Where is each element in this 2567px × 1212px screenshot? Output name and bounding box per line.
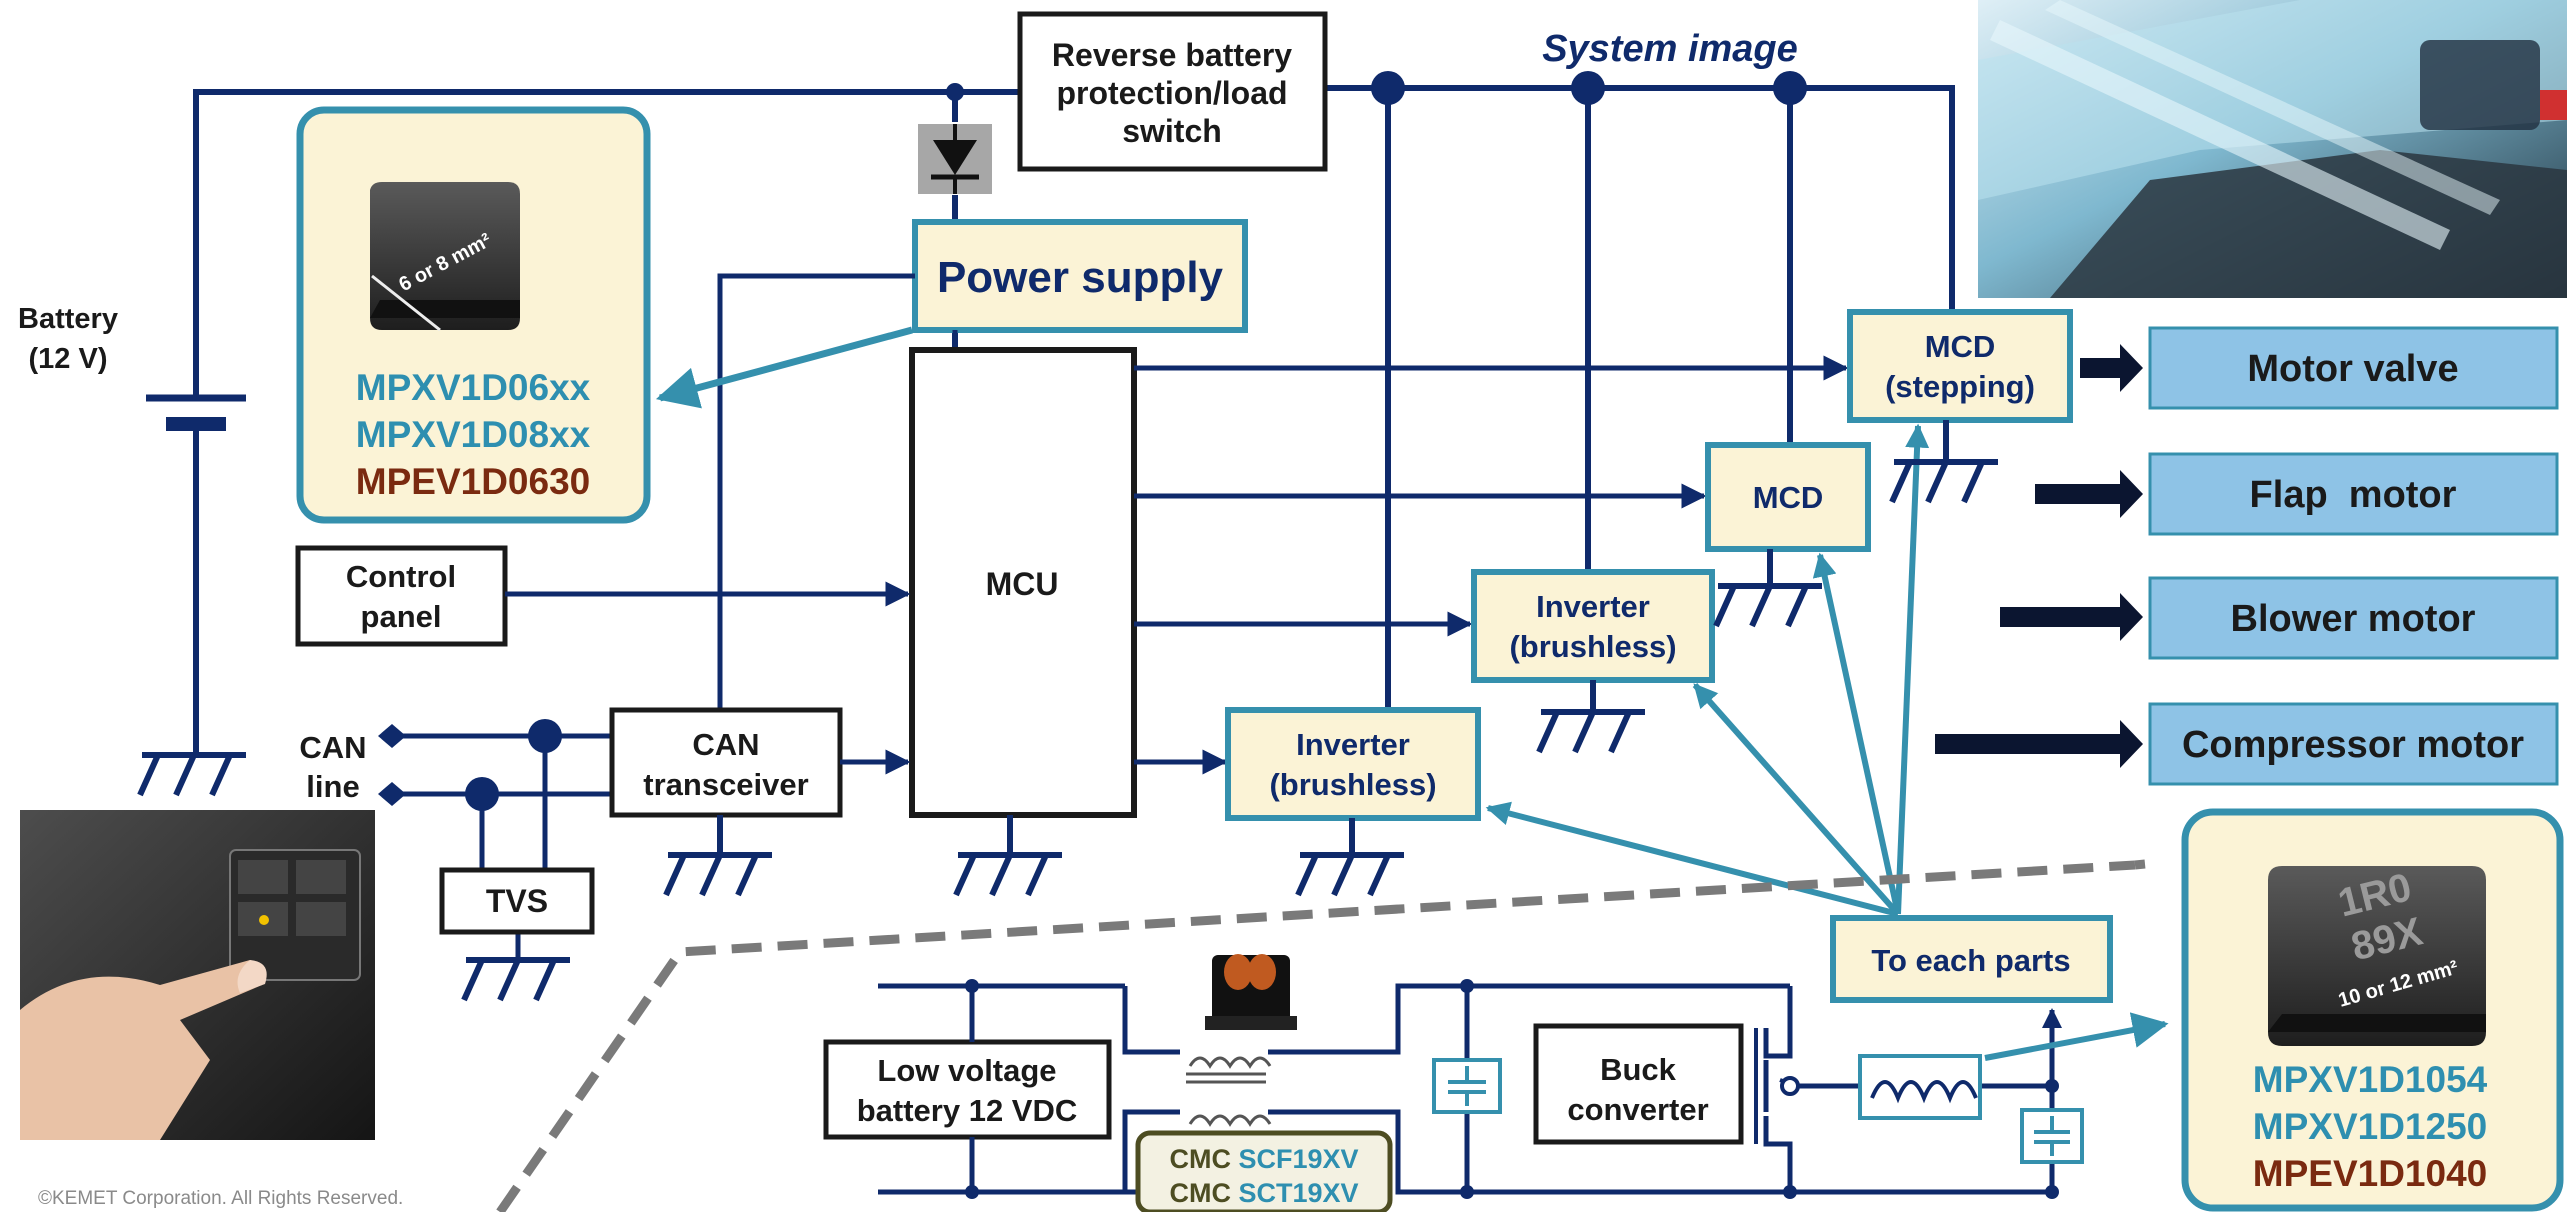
mcu-block: MCU bbox=[909, 347, 1137, 818]
to-each-parts-block: To each parts bbox=[1830, 915, 2113, 1003]
motor-box-flap-motor: Flap motor bbox=[2148, 452, 2559, 536]
can-terminal bbox=[378, 724, 406, 748]
rail-junction bbox=[1571, 71, 1605, 105]
power-to-can-wire bbox=[717, 273, 915, 710]
mcu-output-wires bbox=[1134, 355, 1849, 775]
reverse-battery-protection-block: Reverse battery protection/load switch bbox=[1017, 11, 1328, 172]
svg-text:Reverse battery: Reverse battery bbox=[1052, 37, 1292, 73]
svg-text:Control: Control bbox=[346, 559, 456, 594]
control-panel-block: Control panel bbox=[295, 545, 508, 647]
divider-dashed-line bbox=[2134, 859, 2146, 870]
svg-text:Low voltage: Low voltage bbox=[877, 1053, 1056, 1088]
diagram-title: System image bbox=[1542, 28, 1798, 70]
inductor-callout-arrow bbox=[1984, 1012, 2169, 1061]
ground-symbols bbox=[137, 420, 1998, 1002]
inductor-small-card: 6 or 8 mm² MPXV1D06xx MPXV1D08xx MPEV1D0… bbox=[296, 106, 651, 524]
output-capacitor bbox=[2020, 1108, 2084, 1164]
svg-text:(brushless): (brushless) bbox=[1509, 629, 1676, 664]
svg-text:Blower motor: Blower motor bbox=[2231, 598, 2476, 640]
can-junction bbox=[465, 777, 499, 811]
cmc-part-sct19xv: SCT19XV bbox=[1238, 1178, 1358, 1208]
svg-text:Power supply: Power supply bbox=[937, 253, 1224, 302]
svg-text:switch: switch bbox=[1122, 113, 1222, 149]
cmc-label-card: CMC SCF19XV CMC SCT19XV bbox=[1135, 1130, 1393, 1212]
cmc-label-prefix: CMC bbox=[1169, 1144, 1231, 1174]
can-line-label: CAN line bbox=[299, 730, 366, 804]
svg-text:To each parts: To each parts bbox=[1871, 943, 2070, 978]
svg-text:CAN: CAN bbox=[692, 727, 759, 762]
inductor-small-part-1: MPXV1D06xx bbox=[356, 367, 591, 408]
svg-text:line: line bbox=[306, 769, 359, 804]
output-inductor bbox=[1858, 1054, 1982, 1120]
rail-junction bbox=[1371, 71, 1405, 105]
power-supply-block: Power supply bbox=[912, 219, 1248, 333]
svg-text:Buck: Buck bbox=[1600, 1052, 1677, 1087]
inductor-large-part-2: MPXV1D1250 bbox=[2253, 1106, 2487, 1147]
svg-text:Inverter: Inverter bbox=[1536, 589, 1650, 624]
power-rail bbox=[193, 85, 1955, 710]
battery-symbol bbox=[146, 92, 246, 755]
inductor-small-part-2: MPXV1D08xx bbox=[356, 414, 591, 455]
can-terminal bbox=[378, 782, 406, 806]
can-transceiver-block: CAN transceiver bbox=[609, 707, 843, 818]
motor-box-motor-valve: Motor valve bbox=[2148, 326, 2559, 410]
svg-text:Battery: Battery bbox=[18, 303, 118, 335]
motor-arrows bbox=[1935, 344, 2143, 768]
rail-junction bbox=[1773, 71, 1807, 105]
inductor-small-image: 6 or 8 mm² bbox=[370, 182, 520, 332]
copyright-notice: ©KEMET Corporation. All Rights Reserved. bbox=[38, 1188, 403, 1209]
switch-node-junction bbox=[1780, 1076, 1800, 1096]
svg-text:CMC SCF19XV: CMC SCF19XV bbox=[1169, 1144, 1358, 1174]
cmc-image bbox=[1205, 954, 1297, 1030]
to-each-parts-arrows bbox=[1485, 423, 1930, 917]
inductor-large-part-3: MPEV1D1040 bbox=[2253, 1153, 2487, 1194]
power-supply-callout-arrow bbox=[655, 326, 913, 409]
motor-box-compressor-motor: Compressor motor bbox=[2148, 702, 2559, 786]
car-interior-photo bbox=[1978, 0, 2567, 298]
diode-symbol bbox=[918, 124, 992, 194]
svg-text:protection/load: protection/load bbox=[1056, 75, 1287, 111]
motor-box-blower-motor: Blower motor bbox=[2148, 576, 2559, 660]
svg-text:Flap motor: Flap motor bbox=[2250, 474, 2457, 516]
svg-text:Motor valve: Motor valve bbox=[2247, 348, 2458, 390]
svg-text:MCU: MCU bbox=[986, 566, 1059, 602]
svg-text:Inverter: Inverter bbox=[1296, 727, 1410, 762]
svg-text:panel: panel bbox=[361, 599, 442, 634]
rail-junction bbox=[946, 83, 964, 101]
tvs-block: TVS bbox=[439, 867, 595, 935]
control-panel-photo bbox=[20, 810, 375, 1140]
inductor-large-part-1: MPXV1D1054 bbox=[2253, 1059, 2488, 1100]
svg-text:CMC SCT19XV: CMC SCT19XV bbox=[1169, 1178, 1358, 1208]
svg-text:Compressor motor: Compressor motor bbox=[2182, 724, 2524, 766]
input-capacitor bbox=[1432, 1058, 1502, 1114]
cmc-symbol bbox=[1180, 1036, 1272, 1128]
divider-dashed-line bbox=[496, 860, 2136, 1212]
inverter-upper-block: Inverter (brushless) bbox=[1471, 569, 1715, 683]
svg-text:(12 V): (12 V) bbox=[29, 343, 108, 375]
inverter-lower-block: Inverter (brushless) bbox=[1225, 707, 1481, 821]
buck-junctions bbox=[965, 979, 2059, 1199]
buck-converter-block: Buck converter bbox=[1533, 1023, 1744, 1145]
svg-text:MCD: MCD bbox=[1753, 480, 1824, 515]
can-junction bbox=[528, 719, 562, 753]
svg-text:MCD: MCD bbox=[1925, 329, 1996, 364]
inductor-large-image: 1R0 89X 10 or 12 mm² bbox=[2268, 865, 2486, 1046]
svg-text:(stepping): (stepping) bbox=[1885, 369, 2035, 404]
svg-text:TVS: TVS bbox=[486, 883, 548, 919]
mcd-stepping-block: MCD (stepping) bbox=[1847, 309, 2073, 423]
cmc-part-scf19xv: SCF19XV bbox=[1238, 1144, 1358, 1174]
buck-schematic-wires bbox=[878, 983, 2062, 1195]
mcd-block: MCD bbox=[1705, 442, 1871, 552]
svg-text:(brushless): (brushless) bbox=[1269, 767, 1436, 802]
svg-text:battery 12 VDC: battery 12 VDC bbox=[857, 1093, 1078, 1128]
svg-text:transceiver: transceiver bbox=[643, 767, 808, 802]
inductor-small-part-3: MPEV1D0630 bbox=[356, 461, 590, 502]
cmc-label-prefix: CMC bbox=[1169, 1178, 1231, 1208]
battery-label: Battery (12 V) bbox=[18, 303, 118, 375]
low-voltage-battery-block: Low voltage battery 12 VDC bbox=[823, 1039, 1112, 1140]
inductor-large-card: 1R0 89X 10 or 12 mm² MPXV1D1054 MPXV1D12… bbox=[2181, 808, 2564, 1212]
svg-text:CAN: CAN bbox=[299, 730, 366, 765]
svg-text:converter: converter bbox=[1567, 1092, 1708, 1127]
